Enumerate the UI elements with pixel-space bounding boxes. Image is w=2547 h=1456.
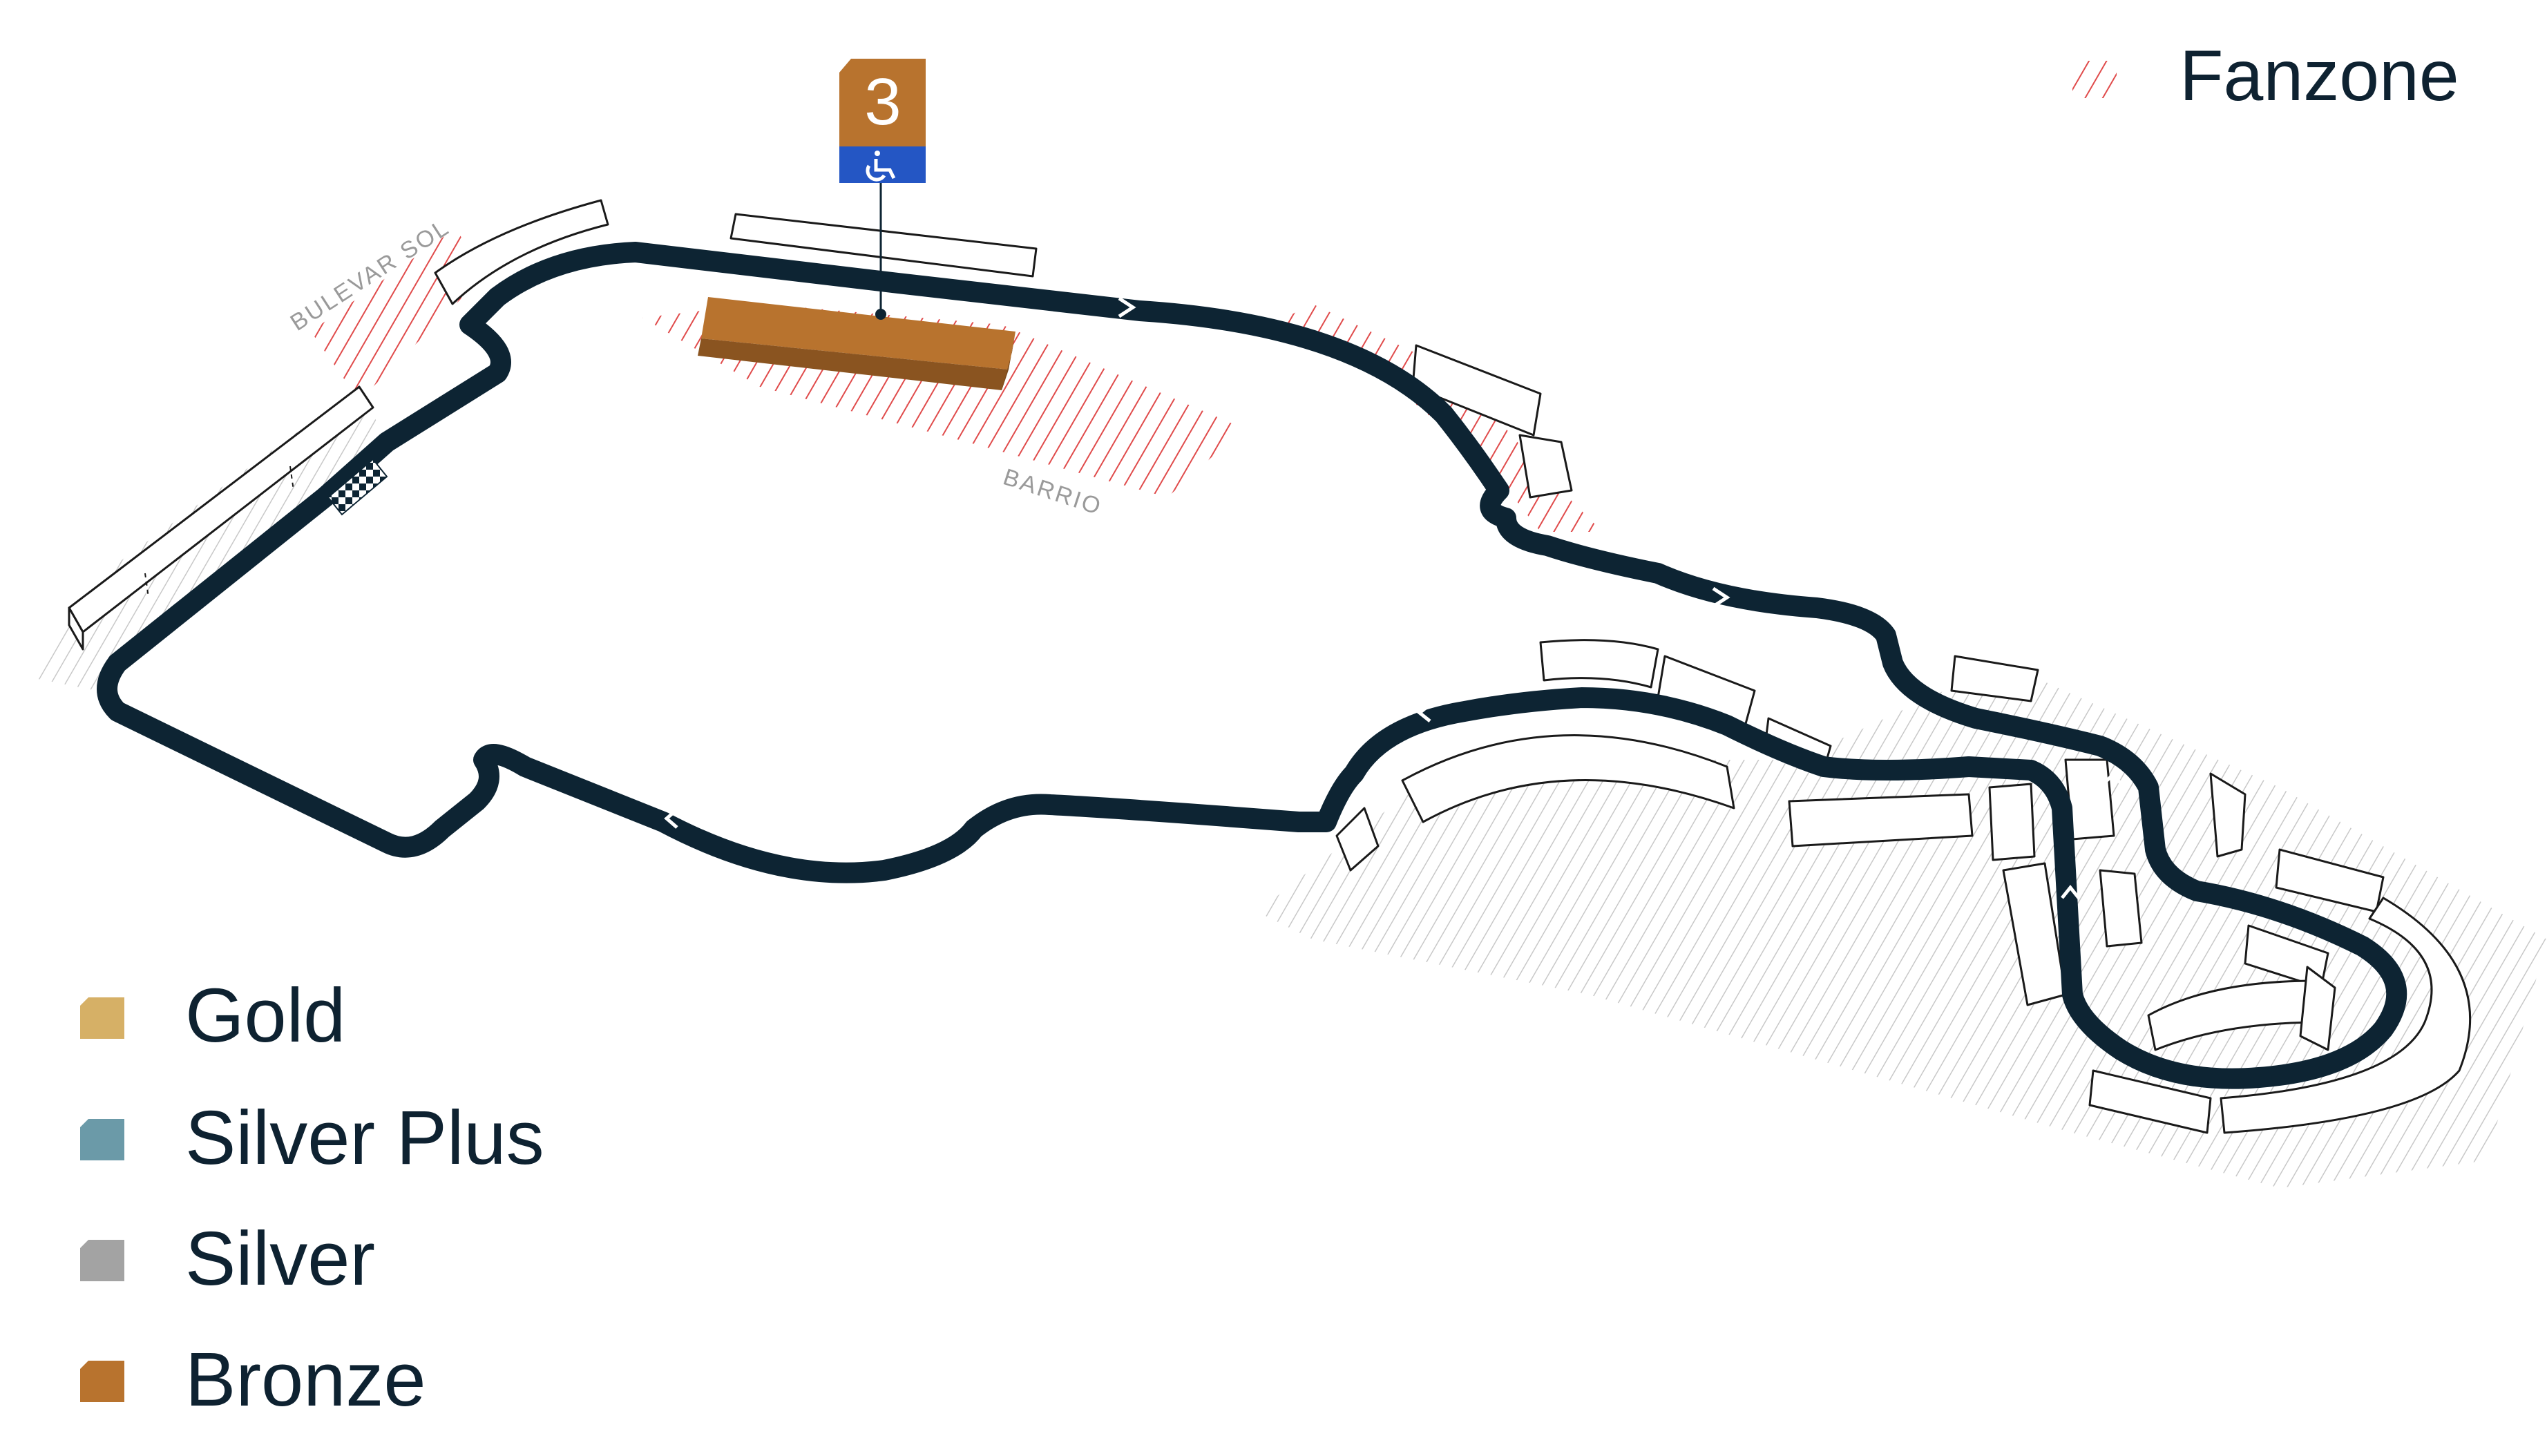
grandstand-marker[interactable]: 3	[839, 59, 926, 183]
fanzone-swatch	[2072, 61, 2117, 98]
silver-swatch	[80, 1240, 124, 1281]
tier-legend: Gold Silver Plus Silver Bronze	[80, 973, 544, 1422]
grandstands	[68, 199, 2472, 1134]
legend-label-gold: Gold	[185, 973, 345, 1058]
circuit-track	[97, 242, 2407, 1089]
legend-label-silver-plus: Silver Plus	[185, 1095, 544, 1180]
bronze-swatch	[80, 1361, 124, 1402]
fanzone-label: Fanzone	[2179, 36, 2459, 116]
legend-item-bronze: Bronze	[80, 1337, 426, 1422]
gold-swatch	[80, 997, 124, 1039]
grandstand-number: 3	[864, 65, 901, 139]
start-finish-line	[327, 458, 388, 516]
legend-item-gold: Gold	[80, 973, 345, 1058]
legend-label-silver: Silver	[185, 1216, 375, 1301]
legend-label-bronze: Bronze	[185, 1337, 426, 1422]
direction-arrows	[664, 296, 2123, 899]
legend-item-silver: Silver	[80, 1216, 375, 1301]
grandstand-3-bronze[interactable]	[698, 297, 1015, 390]
silver-plus-swatch	[80, 1119, 124, 1160]
legend-item-silver-plus: Silver Plus	[80, 1095, 544, 1180]
marker-pin-dot	[875, 309, 886, 320]
wheelchair-icon	[866, 151, 896, 182]
marker-tier-tab	[839, 59, 926, 146]
fanzone-legend: Fanzone	[2072, 36, 2459, 116]
